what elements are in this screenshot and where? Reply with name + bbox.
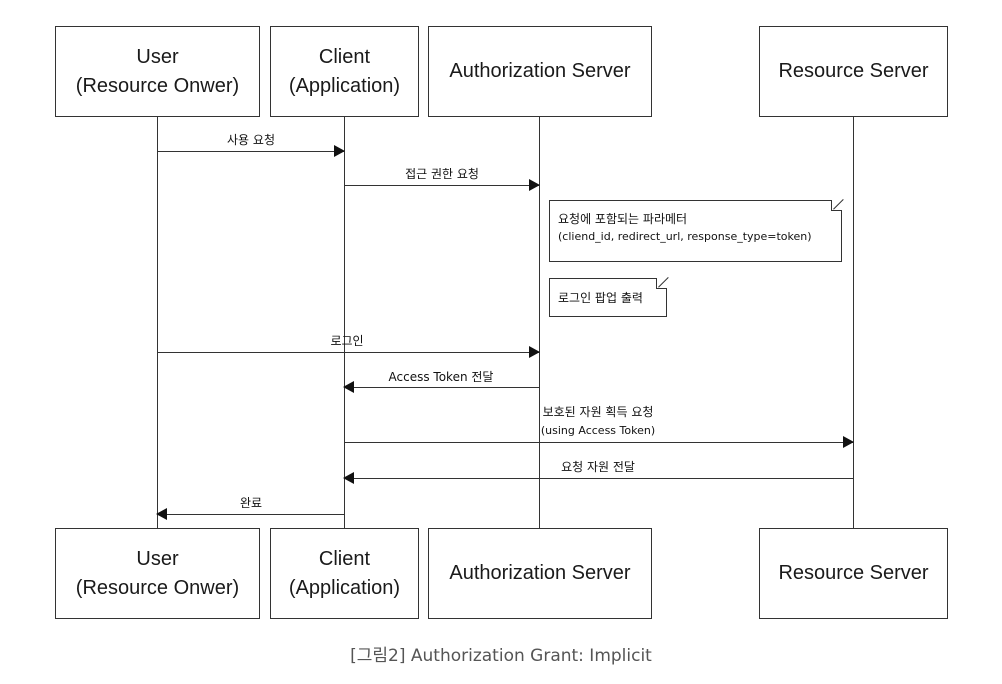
participant-client-role: (Application)	[288, 576, 401, 599]
participant-authorization-server-name: Authorization Server	[449, 562, 631, 584]
arrow-resource-to-client-resource-delivery	[343, 472, 853, 484]
message-label-protected-resource-request-line2: (using Access Token)	[540, 424, 656, 437]
message-label-access-token-delivery: Access Token 전달	[388, 370, 494, 384]
participant-client-role: (Application)	[288, 74, 401, 97]
arrowhead	[529, 346, 540, 358]
note-request-parameters: 요청에 포함되는 파라메터 (cliend_id, redirect_url, …	[549, 200, 842, 262]
participant-client-name: Client	[318, 45, 371, 68]
arrowhead	[529, 179, 540, 191]
figure-caption: [그림2] Authorization Grant: Implicit	[350, 646, 652, 666]
note-login-popup: 로그인 팝업 출력	[549, 278, 667, 317]
participant-client-bottom: Client (Application)	[270, 528, 419, 619]
message-label-protected-resource-request-line1: 보호된 자원 획득 요청	[542, 405, 654, 419]
message-label-access-permission-request: 접근 권한 요청	[405, 167, 479, 181]
message-label-login: 로그인	[330, 334, 364, 348]
arrowhead	[343, 472, 354, 484]
participant-user-bottom: User (Resource Onwer)	[55, 528, 260, 619]
participant-resource-server-name: Resource Server	[778, 60, 929, 82]
arrow-auth-to-client-access-token	[343, 381, 539, 393]
participant-client-name: Client	[318, 547, 371, 570]
participant-resource-server-bottom: Resource Server	[759, 528, 948, 619]
message-label-use-request: 사용 요청	[227, 133, 275, 147]
participant-user-top: User (Resource Onwer)	[55, 26, 260, 117]
participant-authorization-server-top: Authorization Server	[428, 26, 652, 117]
participant-user-name: User	[136, 547, 179, 570]
note-fold-corner	[656, 278, 667, 289]
lifeline-user	[157, 117, 158, 528]
arrowhead	[334, 145, 345, 157]
participant-authorization-server-bottom: Authorization Server	[428, 528, 652, 619]
participant-client-top: Client (Application)	[270, 26, 419, 117]
arrowhead	[843, 436, 854, 448]
arrow-client-to-auth-permission-request	[344, 179, 540, 191]
arrow-user-to-client-use-request	[157, 145, 345, 157]
lifeline-authorization-server	[539, 117, 540, 528]
participant-user-role: (Resource Onwer)	[75, 74, 240, 97]
note-request-parameters-title: 요청에 포함되는 파라메터	[558, 212, 688, 226]
arrow-user-to-auth-login	[157, 346, 540, 358]
arrowhead	[343, 381, 354, 393]
note-request-parameters-detail: (cliend_id, redirect_url, response_type=…	[558, 230, 812, 243]
note-login-popup-text: 로그인 팝업 출력	[558, 291, 643, 305]
message-label-protected-resource-request: 보호된 자원 획득 요청 (using Access Token)	[541, 405, 655, 438]
message-label-complete: 완료	[239, 496, 263, 510]
arrow-client-to-user-complete	[156, 508, 344, 520]
lifeline-client	[344, 117, 345, 528]
arrowhead	[156, 508, 167, 520]
lifeline-resource-server	[853, 117, 854, 528]
participant-resource-server-top: Resource Server	[759, 26, 948, 117]
participant-user-role: (Resource Onwer)	[75, 576, 240, 599]
participant-authorization-server-name: Authorization Server	[449, 60, 631, 82]
participant-user-name: User	[136, 45, 179, 68]
arrow-client-to-resource-protected-request	[344, 436, 854, 448]
note-fold-corner	[831, 200, 842, 211]
participant-resource-server-name: Resource Server	[778, 562, 929, 584]
message-label-requested-resource-delivery: 요청 자원 전달	[561, 460, 635, 474]
